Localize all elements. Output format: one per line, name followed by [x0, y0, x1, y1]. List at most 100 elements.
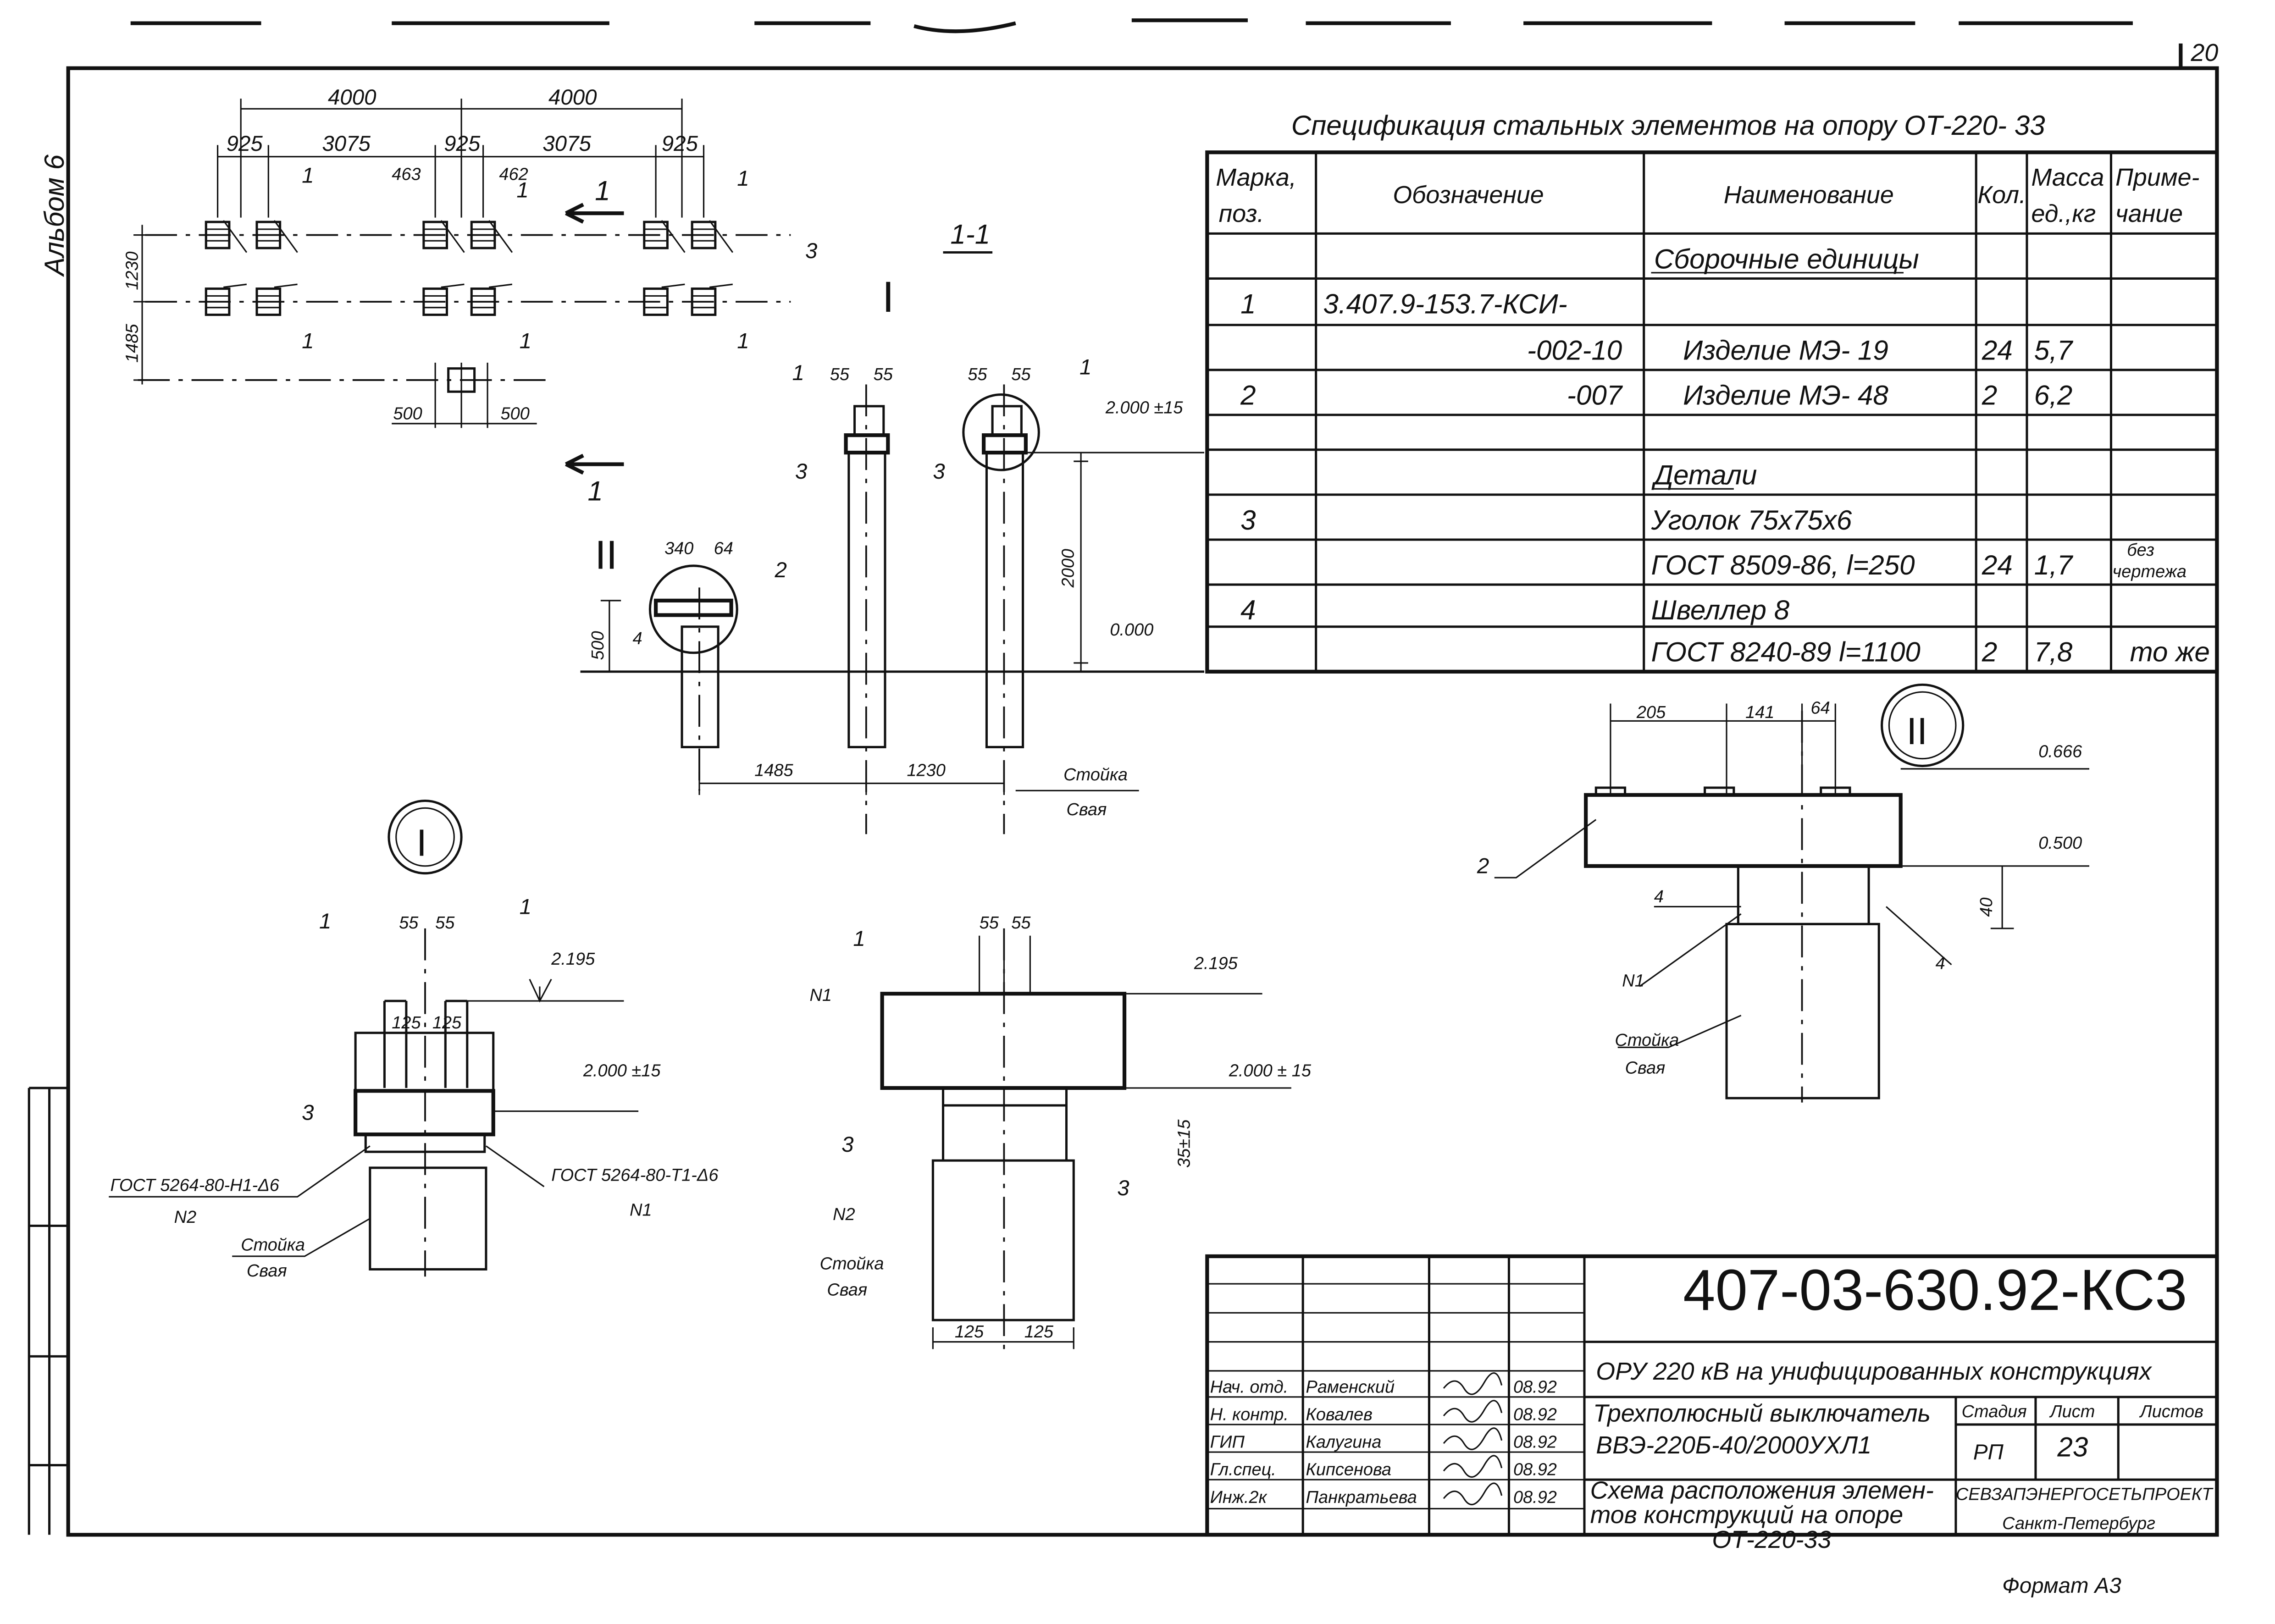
dim-500: 500 [501, 404, 530, 423]
position-2: 2 [1477, 854, 1489, 878]
header-mass: Масса [2031, 164, 2104, 191]
pile-label: Свая [1066, 800, 1107, 819]
cell-code: -007 [1567, 380, 1623, 411]
position-1: 1 [302, 329, 314, 353]
dim-125: 125 [1024, 1322, 1054, 1342]
position-1: 1 [302, 164, 314, 188]
detail-mark: II [1906, 711, 1927, 752]
signer-role: Н. контр. [1210, 1405, 1289, 1424]
signer-name: Кипсенова [1306, 1460, 1392, 1480]
cell-name: Уголок 75х75х6 [1651, 505, 1852, 536]
table-row: 3 Уголок 75х75х6 [1240, 505, 1852, 536]
post-label: Стойка [820, 1254, 884, 1273]
embedded-part [422, 283, 465, 316]
signature-scribble [1443, 1400, 1503, 1423]
signature-scribble [1443, 1427, 1503, 1450]
signer-role: Инж.2к [1210, 1488, 1268, 1507]
dim-925: 925 [444, 132, 481, 156]
dim-463: 463 [392, 165, 421, 184]
position-3: 3 [1117, 1176, 1129, 1200]
note-line: чертежа [2113, 562, 2186, 581]
dim-64: 64 [714, 539, 733, 558]
signer-name: Калугина [1306, 1433, 1382, 1452]
sheet-header: Лист [2049, 1402, 2095, 1421]
elevation-2195: 2.195 [1194, 954, 1238, 973]
position-1: 1 [516, 178, 528, 202]
cell-name: Изделие МЭ- 48 [1683, 380, 1888, 411]
table-row: Детали [1651, 460, 1757, 491]
position-1: 1 [520, 329, 531, 353]
embedded-part [255, 283, 298, 316]
detail-mark-II: II [595, 532, 617, 577]
dim-1485: 1485 [754, 761, 793, 780]
elevation-2000: 2.000 ±15 [583, 1061, 661, 1081]
elevation-2195: 2.195 [551, 950, 595, 969]
embedded-part [255, 220, 298, 253]
city: Санкт-Петербург [2002, 1514, 2155, 1533]
dim-35: 35±15 [1174, 1119, 1194, 1168]
dim-1230: 1230 [907, 761, 945, 780]
dim-500: 500 [393, 404, 422, 423]
position-3: 3 [302, 1101, 314, 1125]
embedded-part [205, 220, 248, 253]
header-mass-2: ед.,кг [2031, 200, 2096, 227]
plan-view: 4000 4000 925 3075 925 3075 925 463 462 … [123, 85, 818, 507]
dim-3075: 3075 [542, 132, 591, 156]
cell-qty: 2 [1982, 637, 1997, 668]
sign-date: 08.92 [1513, 1405, 1557, 1424]
dim-340: 340 [664, 539, 693, 558]
cell-mark: 3 [1240, 505, 1256, 536]
signature-scribble [1443, 1372, 1503, 1395]
header-note: Приме- [2115, 164, 2199, 191]
embedded-part [422, 220, 465, 253]
signer-role: Нач. отд. [1210, 1377, 1289, 1397]
dim-125: 125 [432, 1013, 462, 1033]
post-label: Стойка [241, 1235, 305, 1254]
dim-4000: 4000 [548, 85, 597, 110]
sign-date: 08.92 [1513, 1488, 1557, 1507]
section-mark: 1 [587, 476, 603, 507]
cell-name: ГОСТ 8240-89 l=1100 [1651, 637, 1921, 668]
title-block: 407-03-630.92-КС3 ОРУ 220 кВ на унифицир… [1205, 1254, 2219, 1553]
dim-462: 462 [499, 165, 528, 184]
header-note-2: чание [2115, 200, 2183, 227]
organization: СЕВЗАПЭНЕРГОСЕТЬПРОЕКТ [1956, 1485, 2214, 1504]
position-2: 2 [775, 558, 787, 582]
header-name: Наименование [1724, 181, 1894, 209]
embedded-part [691, 220, 734, 253]
position-4: 4 [632, 629, 642, 648]
cell-name: Детали [1651, 460, 1757, 491]
project-title: ОРУ 220 кВ на унифицированных конструкци… [1596, 1358, 2152, 1385]
dim-925: 925 [662, 132, 698, 156]
pile-label: Свая [247, 1261, 287, 1281]
position-1: 1 [853, 927, 865, 951]
cell-qty: 2 [1982, 380, 1997, 411]
node-N1: N1 [630, 1200, 652, 1220]
header-qty: Кол. [1977, 181, 2026, 209]
signature-scribble [1443, 1455, 1503, 1478]
cell-name: ГОСТ 8509-86, l=250 [1651, 550, 1915, 580]
dim-64: 64 [1811, 699, 1830, 718]
cell-qty: 24 [1982, 550, 2013, 580]
dim-55: 55 [399, 913, 419, 933]
cell-note: то же [2130, 637, 2210, 668]
embedded-part [470, 220, 513, 253]
dim-55: 55 [968, 365, 987, 384]
embedded-part [470, 283, 513, 316]
position-3: 3 [933, 459, 945, 484]
position-3: 3 [795, 459, 807, 484]
dim-1485: 1485 [123, 324, 142, 363]
position-1: 1 [319, 909, 331, 934]
position-1: 1 [792, 361, 804, 385]
sheet-title-3: ОТ-220-33 [1712, 1526, 1831, 1553]
cell-code: -002-10 [1527, 335, 1622, 366]
